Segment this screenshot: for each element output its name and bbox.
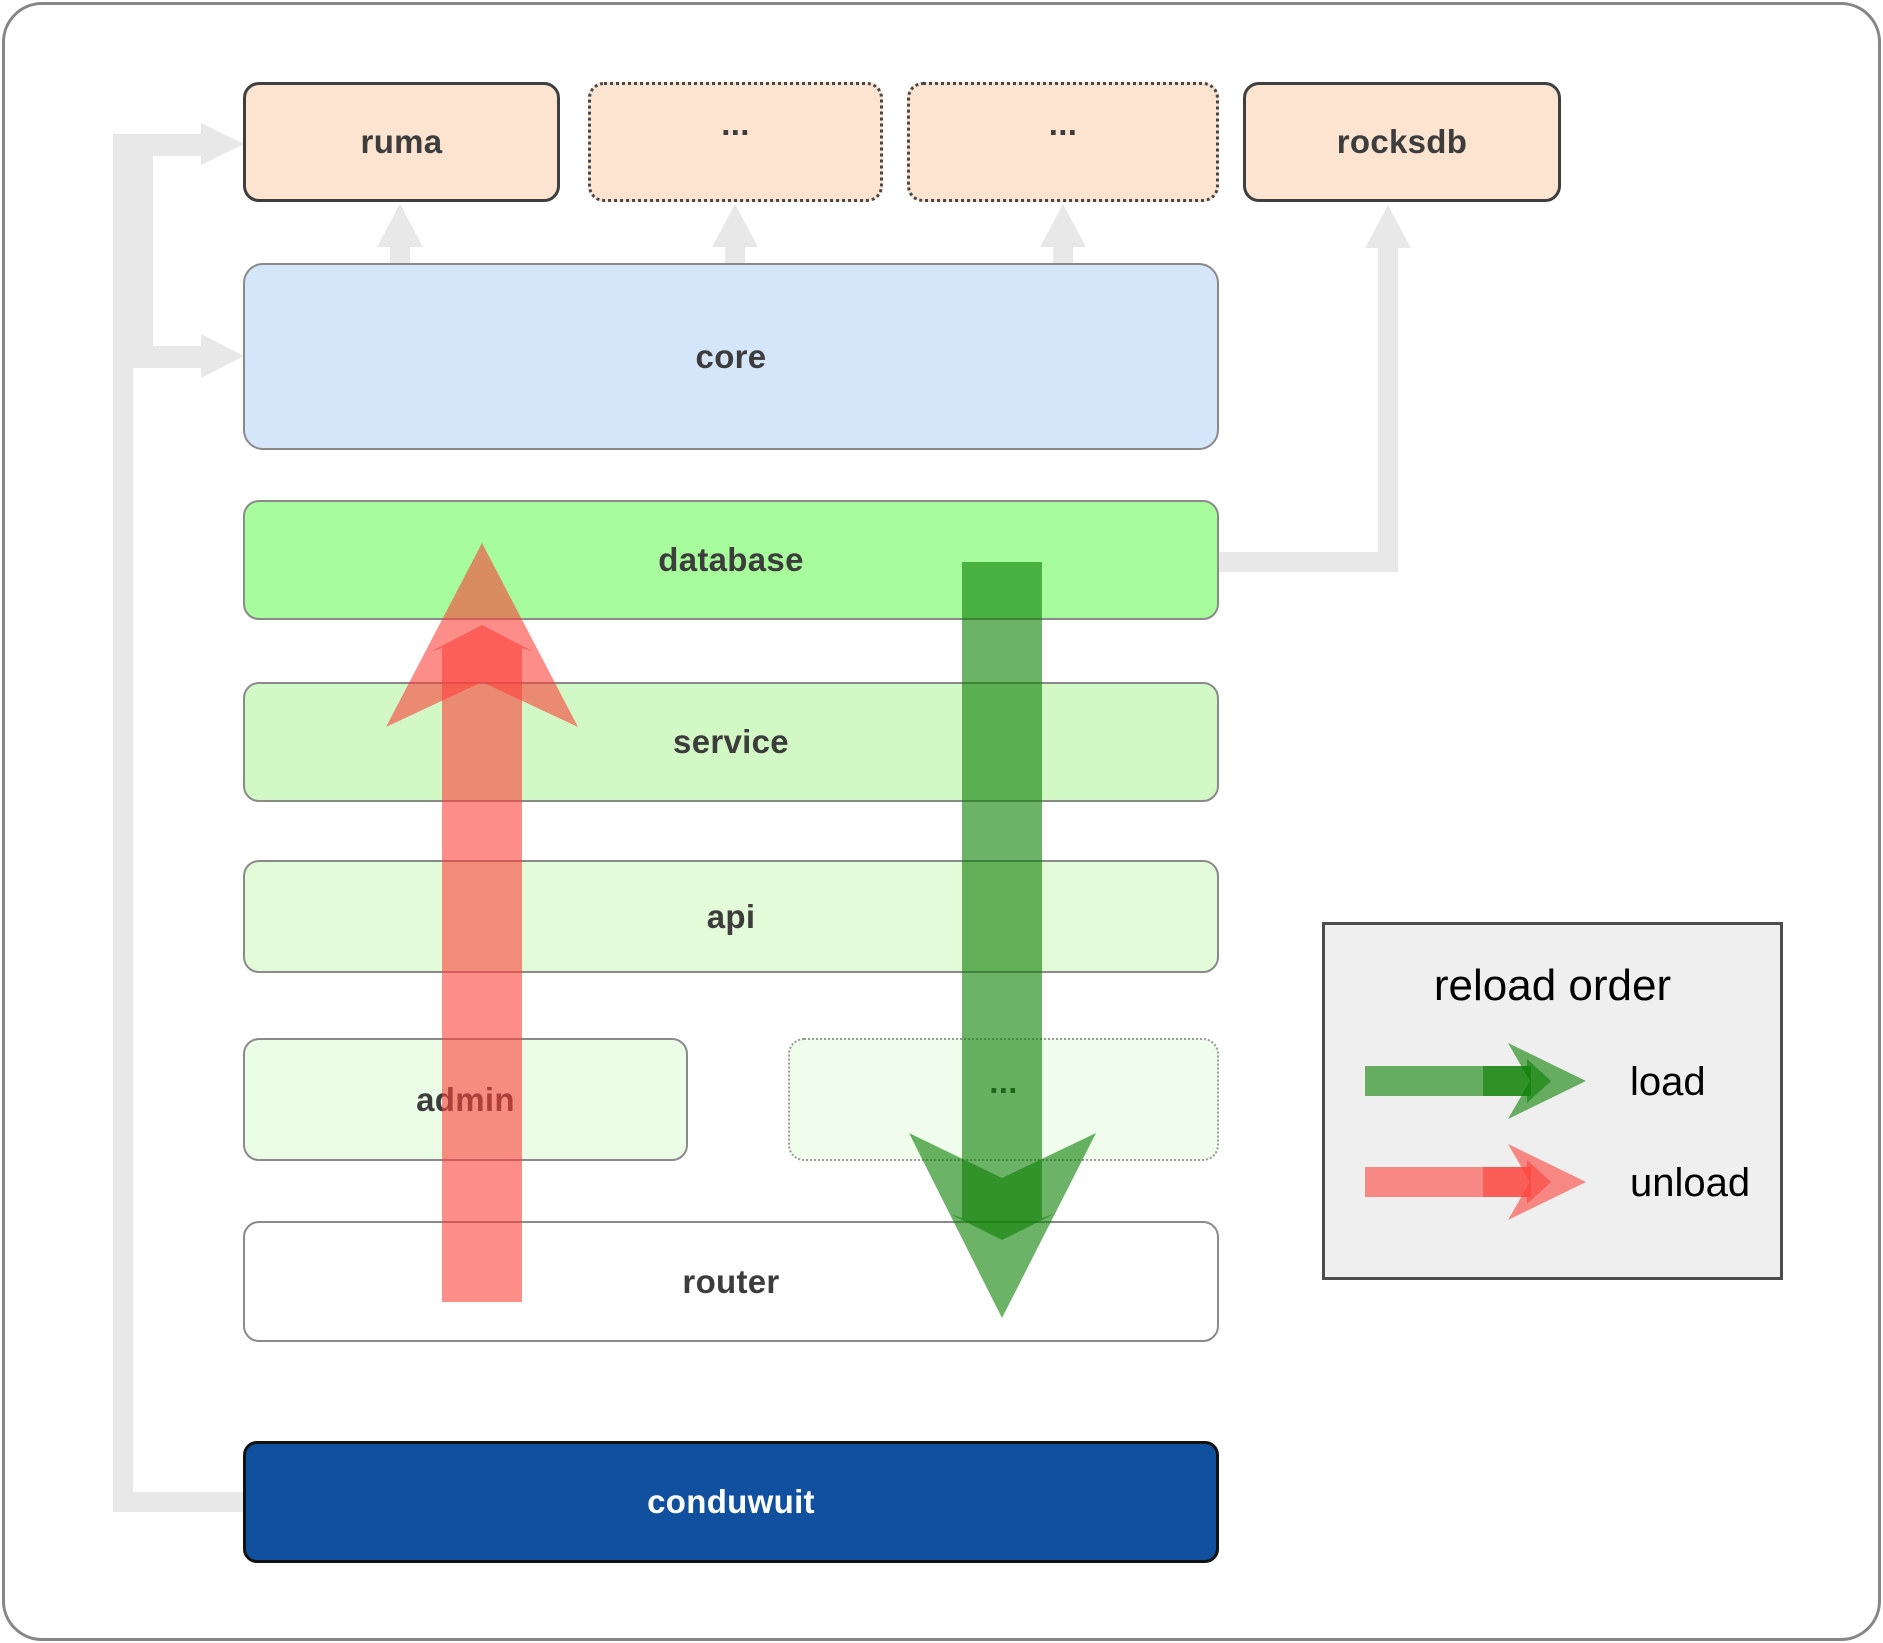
legend-title: reload order: [1433, 961, 1672, 1010]
load-arrow-icon: [1365, 1043, 1586, 1119]
box-api-label: api: [706, 897, 756, 935]
box-dependency-ellipsis-1-label: ...: [721, 105, 749, 152]
box-core-label: core: [695, 337, 767, 375]
arrowhead-icon: [1040, 204, 1086, 247]
ellipsis-text: ...: [721, 105, 750, 142]
box-rocksdb-label: rocksdb: [1336, 123, 1468, 160]
connector-segment: [113, 1492, 245, 1512]
conduwuit-to-ruma-arrow: [113, 123, 245, 1512]
arrowhead-icon: [1365, 205, 1411, 248]
arrowhead-icon: [712, 204, 758, 247]
connector-segment: [113, 134, 201, 156]
box-database-label: database: [658, 541, 804, 578]
connector-segment: [1219, 552, 1388, 572]
connector-segment: [1053, 244, 1073, 266]
unload-arrow: [386, 543, 578, 1302]
connector-segment: [113, 134, 133, 1512]
load-arrow-icon-shapes: [1365, 1043, 1586, 1119]
connector-segment: [725, 244, 745, 266]
box-router-label: router: [682, 1262, 780, 1300]
legend-label-unload: unload: [1630, 1161, 1751, 1205]
box-ruma-label: ruma: [360, 123, 443, 160]
box-dependency-ellipsis-2-label: ...: [1049, 105, 1077, 152]
box-rocksdb: rocksdb: [1243, 82, 1561, 202]
conduwuit-to-core-arrow: [133, 156, 244, 378]
box-router: router: [243, 1221, 1219, 1342]
unload-arrow-icon-shapes: [1365, 1144, 1586, 1220]
connector-segment: [133, 156, 153, 368]
box-ruma: ruma: [243, 82, 560, 202]
connector-segment: [390, 244, 410, 266]
box-database: database: [243, 500, 1219, 620]
load-arrow-shaft: [950, 562, 1054, 1240]
box-dependency-ellipsis-1: ...: [588, 82, 883, 202]
arrowhead-icon: [201, 334, 244, 378]
connector-segment: [133, 346, 201, 368]
arrowhead-icon: [201, 123, 244, 165]
unload-arrow-shaft: [430, 625, 534, 1302]
box-core: core: [243, 263, 1219, 450]
core-to-ellipsis2-arrow: [1040, 204, 1086, 266]
legend-label-load: load: [1630, 1060, 1706, 1104]
box-service-label: service: [673, 723, 789, 760]
connector-segment: [1378, 246, 1398, 572]
unload-arrow-icon: [1365, 1144, 1586, 1220]
box-conduwuit-label: conduwuit: [647, 1483, 815, 1520]
legend-arrow-inner: [1483, 1059, 1551, 1103]
legend-arrow-inner: [1483, 1160, 1551, 1204]
box-api: api: [243, 860, 1219, 973]
database-to-rocksdb-arrow: [1219, 205, 1411, 572]
core-to-ruma-arrow: [377, 204, 423, 266]
ellipsis-text: ...: [1048, 105, 1078, 142]
core-to-ellipsis1-arrow: [712, 204, 758, 266]
box-dependency-ellipsis-2: ...: [907, 82, 1219, 202]
arrowhead-icon: [377, 204, 423, 247]
box-conduwuit: conduwuit: [243, 1441, 1219, 1563]
legend: reload order load unload: [1322, 922, 1783, 1280]
load-arrow: [909, 562, 1096, 1318]
